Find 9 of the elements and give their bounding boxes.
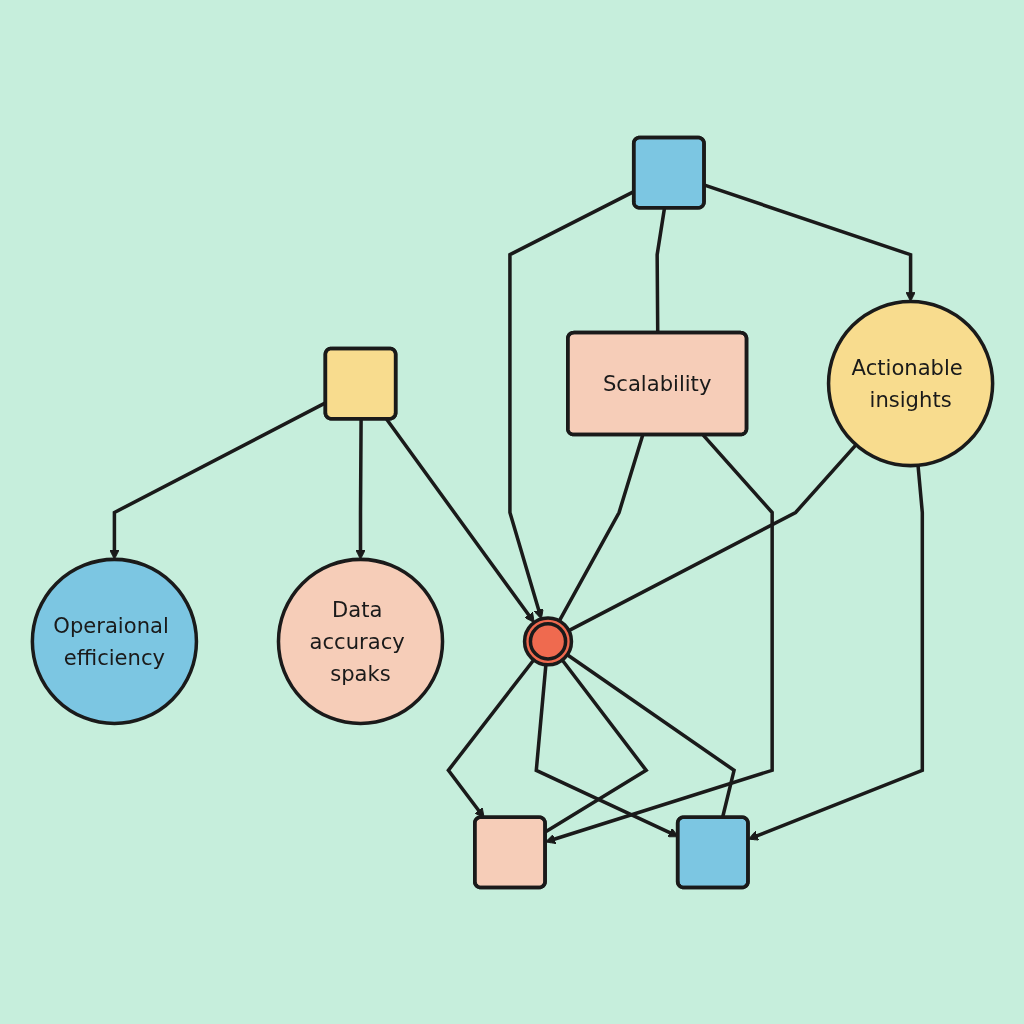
connector [567, 443, 857, 632]
node-circle: Actionable insights [826, 299, 994, 467]
node-circle: Operaional efficiency [30, 557, 198, 725]
node-circle: Data accuracy spaks [276, 557, 444, 725]
node-gear [522, 615, 573, 667]
connector [557, 434, 644, 622]
connector [654, 207, 666, 333]
arrow [445, 658, 535, 818]
arrow [354, 418, 366, 560]
